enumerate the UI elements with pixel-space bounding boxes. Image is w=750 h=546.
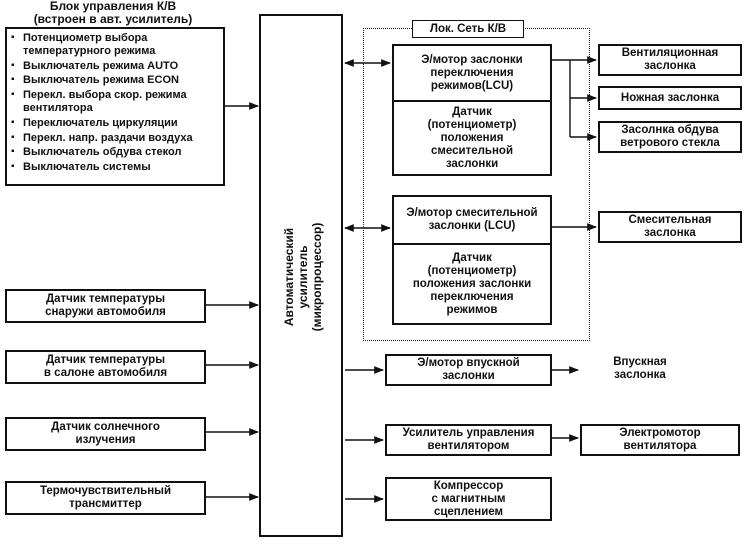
mode-damper-sensor: Датчик (потенциометр) положения заслонки… xyxy=(392,243,552,325)
blower-control-amp: Усилитель управления вентилятором xyxy=(385,424,552,456)
control-unit-title: Блок управления К/В (встроен в авт. усил… xyxy=(33,0,193,26)
thermo-transmitter: Термочувствительный трансмиттер xyxy=(5,481,206,515)
solar-sensor: Датчик солнечного излучения xyxy=(5,417,206,451)
control-item-fan-speed: Перекл. выбора скор. режима вентилятора xyxy=(7,89,223,115)
defrost-damper: Засолнка обдува ветрового стекла xyxy=(598,121,742,153)
blower-motor: Электромотор вентилятора xyxy=(580,424,740,456)
mode-motor-lcu: Э/мотор заслонки переключения режимов(LC… xyxy=(392,44,552,102)
control-item-recirc: Переключатель циркуляции xyxy=(7,117,223,130)
foot-damper: Ножная заслонка xyxy=(598,86,742,110)
control-item-temp-pot: Потенциометр выбора температурного режим… xyxy=(7,32,223,58)
control-item-air-dir: Перекл. напр. раздачи воздуха xyxy=(7,132,223,145)
outside-temp-sensor: Датчик температуры снаружи автомобиля xyxy=(5,289,206,323)
compressor-clutch: Компрессор с магнитным сцеплением xyxy=(385,477,552,521)
control-item-auto: Выключатель режима AUTO xyxy=(7,60,223,73)
control-unit-list: Потенциометр выбора температурного режим… xyxy=(7,29,223,174)
mix-damper-sensor: Датчик (потенциометр) положения смесител… xyxy=(392,100,552,176)
auto-amplifier: Автоматический усилитель (микропроцессор… xyxy=(259,14,343,537)
control-unit-panel: Потенциометр выбора температурного режим… xyxy=(5,27,225,186)
auto-amplifier-label: Автоматический усилитель (микропроцессор… xyxy=(282,222,324,332)
mix-motor-lcu: Э/мотор смесительной заслонки (LCU) xyxy=(392,195,552,245)
vent-damper: Вентиляционная заслонка xyxy=(598,44,742,76)
control-item-econ: Выключатель режима ECON xyxy=(7,74,223,87)
lan-label: Лок. Сеть К/В xyxy=(412,20,524,38)
control-item-defog: Выключатель обдува стекол xyxy=(7,146,223,159)
mix-damper: Смесительная заслонка xyxy=(598,211,742,243)
cabin-temp-sensor: Датчик температуры в салоне автомобиля xyxy=(5,350,206,384)
intake-damper: Впускная заслонка xyxy=(613,356,667,381)
control-item-system: Выключатель системы xyxy=(7,161,223,174)
intake-motor: Э/мотор впускной заслонки xyxy=(385,354,552,386)
